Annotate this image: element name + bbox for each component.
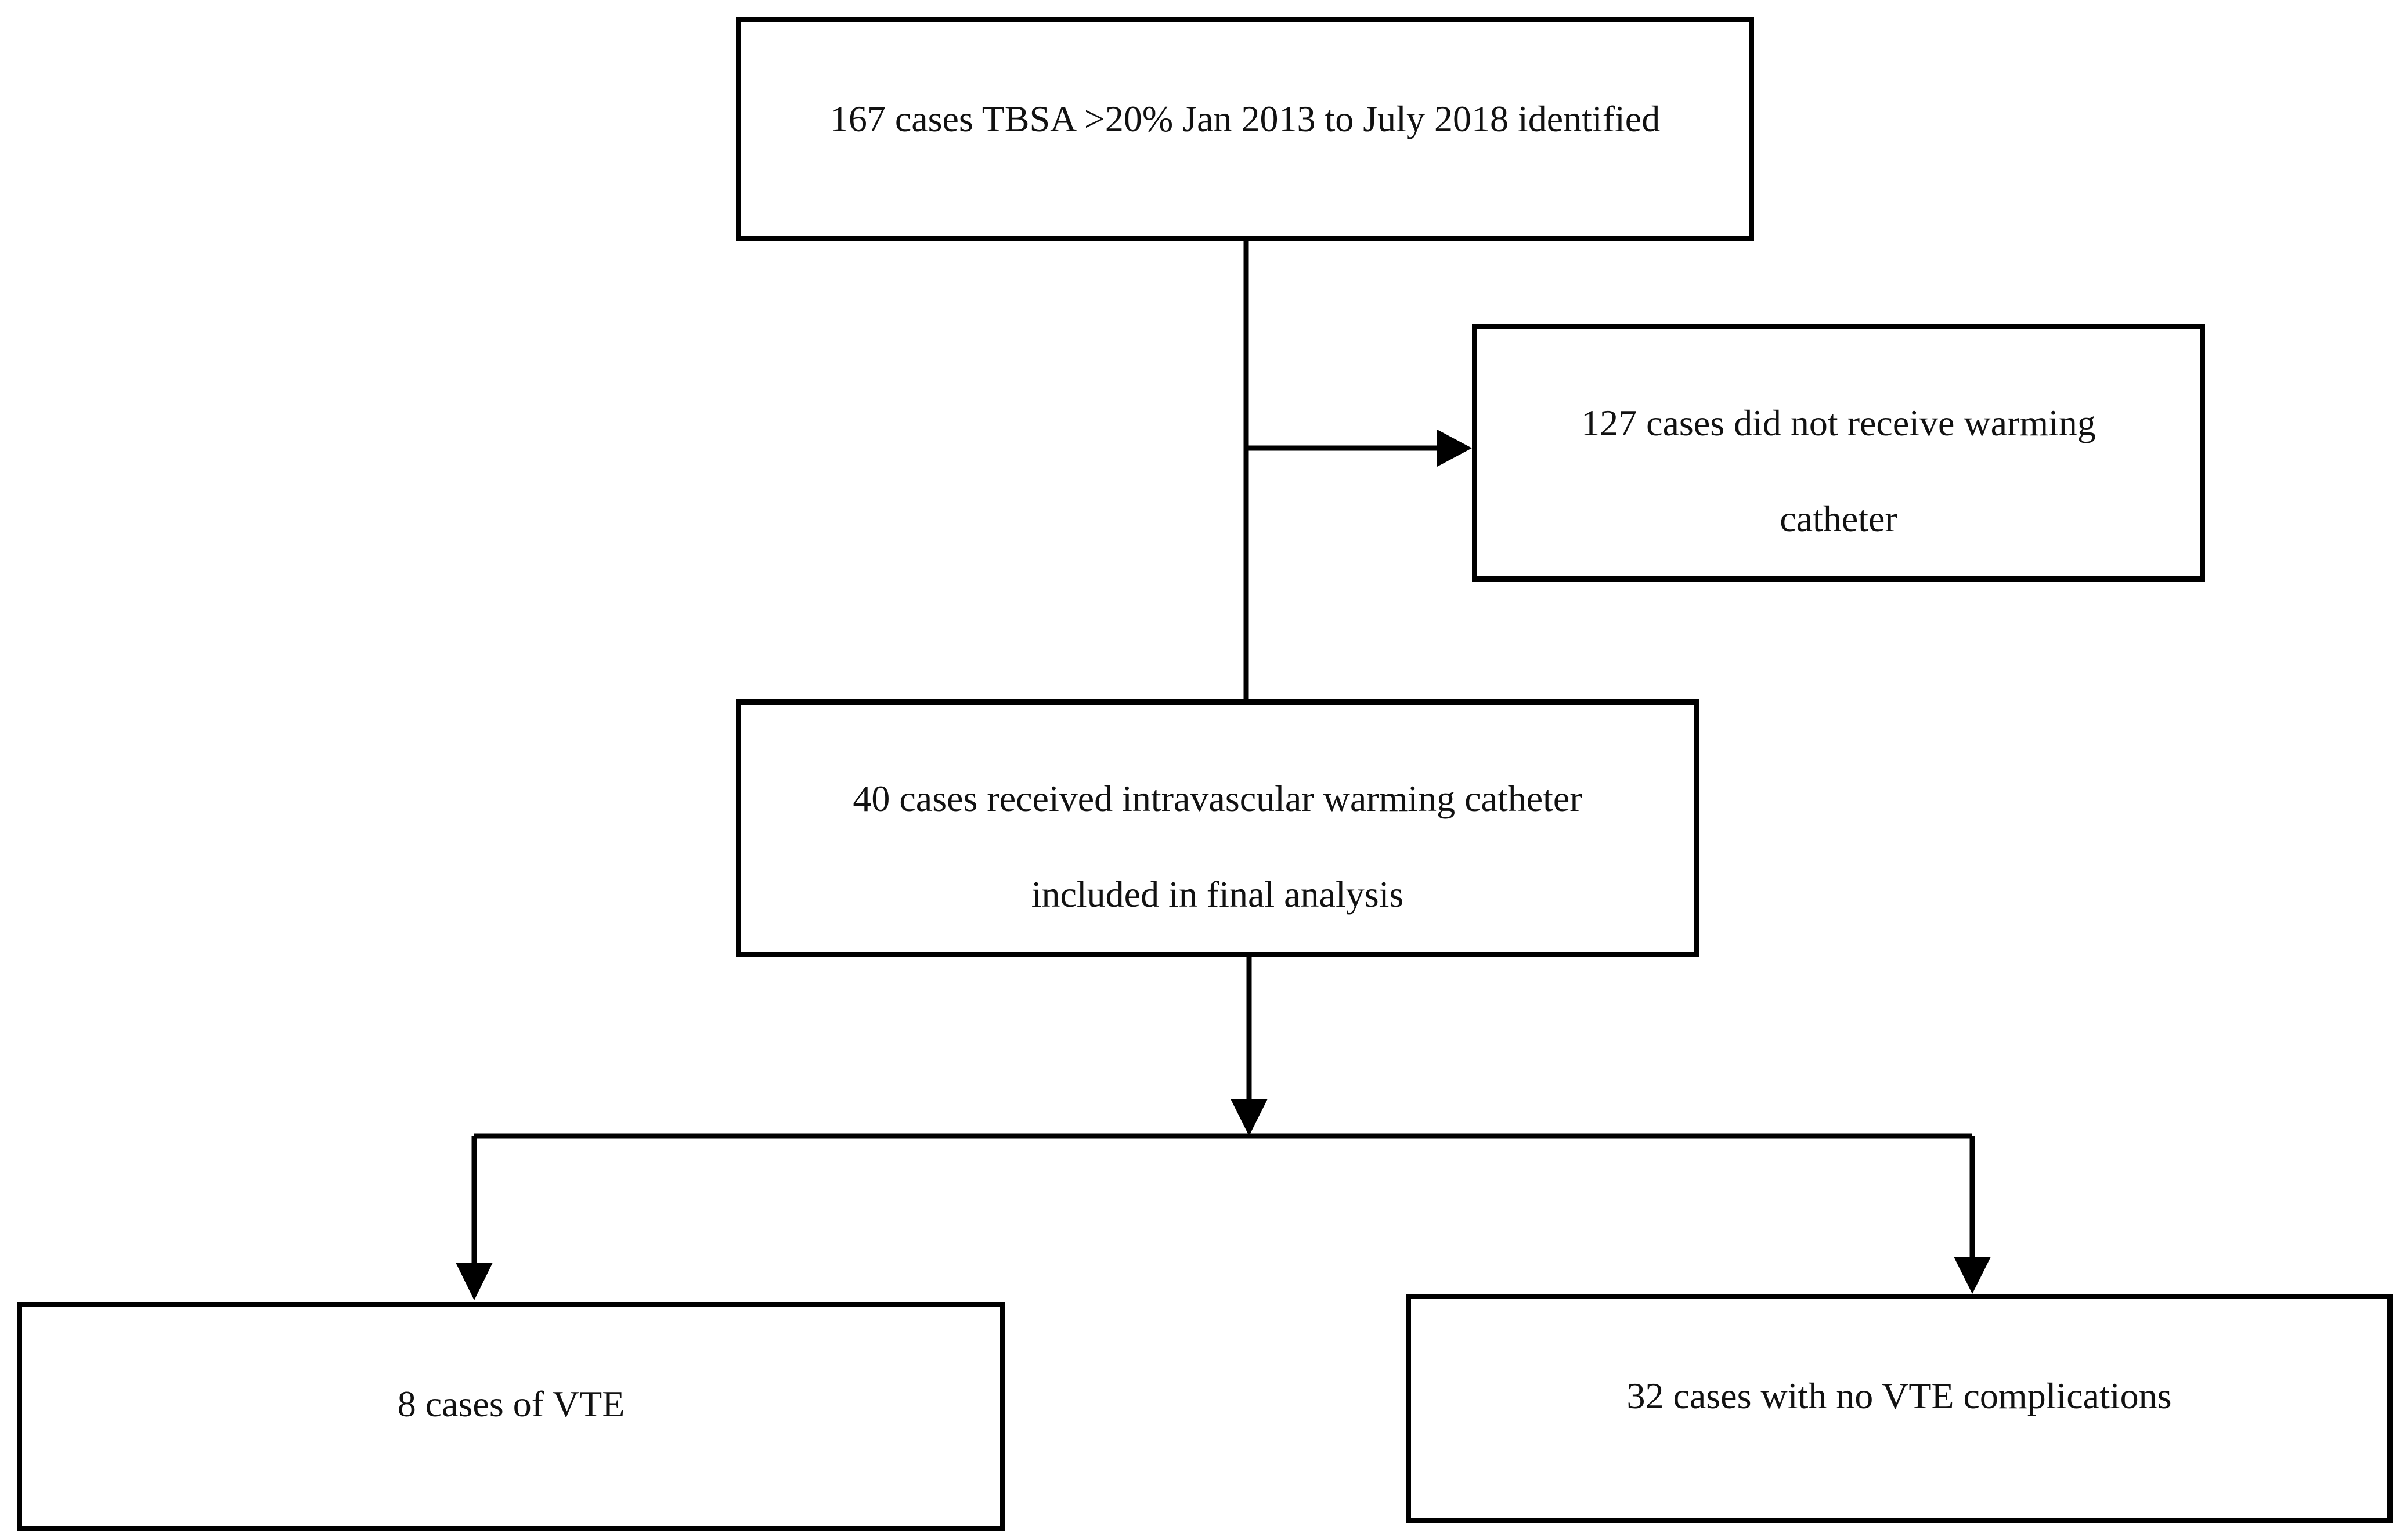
excluded-cases-box: 127 cases did not receive warming cathet… xyxy=(1472,324,2205,582)
vte-cases-box: 8 cases of VTE xyxy=(17,1302,1005,1531)
arrowhead-to-excluded xyxy=(1437,430,1472,467)
included-cases-text-line2: included in final analysis xyxy=(1031,874,1404,915)
arrowhead-to-no-vte xyxy=(1954,1257,1991,1294)
identified-cases-box: 167 cases TBSA >20% Jan 2013 to July 201… xyxy=(736,17,1754,241)
excluded-cases-text-line1: 127 cases did not receive warming xyxy=(1581,402,2096,443)
arrowhead-to-vte xyxy=(456,1263,493,1300)
identified-cases-text: 167 cases TBSA >20% Jan 2013 to July 201… xyxy=(829,98,1661,139)
vte-cases-text: 8 cases of VTE xyxy=(397,1383,625,1424)
excluded-cases-text-line2: catheter xyxy=(1780,498,1897,539)
no-vte-cases-text: 32 cases with no VTE complications xyxy=(1626,1375,2172,1416)
no-vte-cases-box: 32 cases with no VTE complications xyxy=(1406,1294,2393,1523)
included-cases-text-line1: 40 cases received intravascular warming … xyxy=(853,778,1582,819)
arrowhead-to-split xyxy=(1231,1099,1268,1136)
included-cases-box: 40 cases received intravascular warming … xyxy=(736,699,1699,957)
